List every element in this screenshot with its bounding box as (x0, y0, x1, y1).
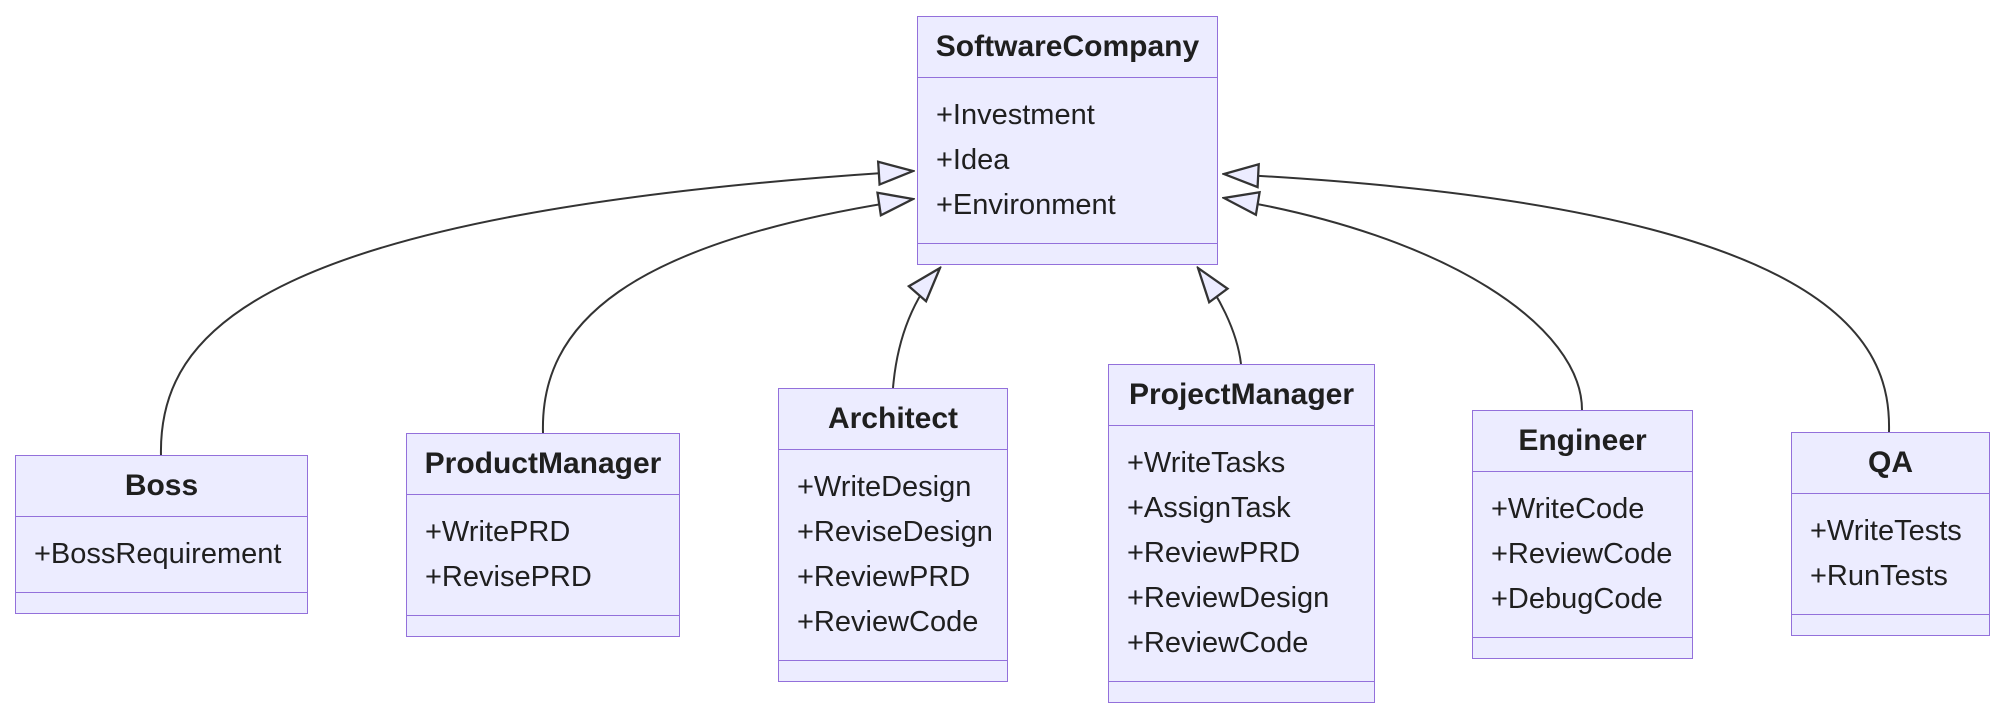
edge-projectmanager-to-softwarecompany (1198, 268, 1242, 365)
attribute: +WritePRD (425, 516, 571, 548)
class-title: Engineer (1473, 411, 1692, 472)
class-node-qa: QA +WriteTests +RunTests (1791, 432, 1990, 636)
methods-compartment-empty (407, 615, 679, 636)
attribute: +ReviewCode (797, 606, 979, 638)
attribute: +ReviewCode (1491, 538, 1673, 570)
attributes-compartment: +WriteTasks +AssignTask +ReviewPRD +Revi… (1109, 426, 1374, 681)
attribute: +DebugCode (1491, 583, 1663, 615)
class-node-engineer: Engineer +WriteCode +ReviewCode +DebugCo… (1472, 410, 1693, 659)
attribute: +BossRequirement (34, 538, 282, 570)
methods-compartment-empty (1473, 637, 1692, 658)
attribute: +WriteCode (1491, 493, 1645, 525)
attributes-compartment: +WritePRD +RevisePRD (407, 495, 679, 615)
methods-compartment-empty (1109, 681, 1374, 702)
methods-compartment-empty (16, 592, 307, 613)
attribute: +WriteDesign (797, 471, 972, 503)
edge-engineer-to-softwarecompany (1224, 198, 1583, 411)
attribute: +WriteTasks (1127, 447, 1286, 479)
attribute: +ReviewDesign (1127, 582, 1330, 614)
attribute: +ReviseDesign (797, 516, 993, 548)
class-node-productmanager: ProductManager +WritePRD +RevisePRD (406, 433, 680, 637)
class-title: SoftwareCompany (918, 17, 1217, 78)
attribute: +ReviewPRD (797, 561, 971, 593)
edge-productmanager-to-softwarecompany (541, 199, 913, 434)
attribute: +ReviewPRD (1127, 537, 1301, 569)
attribute: +Investment (936, 99, 1095, 131)
attributes-compartment: +WriteTests +RunTests (1792, 494, 1989, 614)
attributes-compartment: +WriteDesign +ReviseDesign +ReviewPRD +R… (779, 450, 1007, 660)
attributes-compartment: +Investment +Idea +Environment (918, 78, 1217, 243)
methods-compartment-empty (918, 243, 1217, 264)
attribute: +Environment (936, 189, 1116, 221)
class-node-softwarecompany: SoftwareCompany +Investment +Idea +Envir… (917, 16, 1218, 265)
class-title: QA (1792, 433, 1989, 494)
edge-boss-to-softwarecompany (159, 171, 913, 457)
attribute: +ReviewCode (1127, 627, 1309, 659)
methods-compartment-empty (779, 660, 1007, 681)
methods-compartment-empty (1792, 614, 1989, 635)
class-title: Architect (779, 389, 1007, 450)
class-title: ProductManager (407, 434, 679, 495)
attribute: +Idea (936, 144, 1010, 176)
class-node-projectmanager: ProjectManager +WriteTasks +AssignTask +… (1108, 364, 1375, 703)
edge-qa-to-softwarecompany (1224, 174, 1891, 433)
edge-architect-to-softwarecompany (892, 268, 940, 389)
attribute: +RevisePRD (425, 561, 592, 593)
attributes-compartment: +WriteCode +ReviewCode +DebugCode (1473, 472, 1692, 637)
class-title: ProjectManager (1109, 365, 1374, 426)
class-node-architect: Architect +WriteDesign +ReviseDesign +Re… (778, 388, 1008, 682)
attribute: +AssignTask (1127, 492, 1291, 524)
attribute: +RunTests (1810, 560, 1948, 592)
class-title: Boss (16, 456, 307, 517)
attribute: +WriteTests (1810, 515, 1962, 547)
attributes-compartment: +BossRequirement (16, 517, 307, 592)
class-node-boss: Boss +BossRequirement (15, 455, 308, 614)
